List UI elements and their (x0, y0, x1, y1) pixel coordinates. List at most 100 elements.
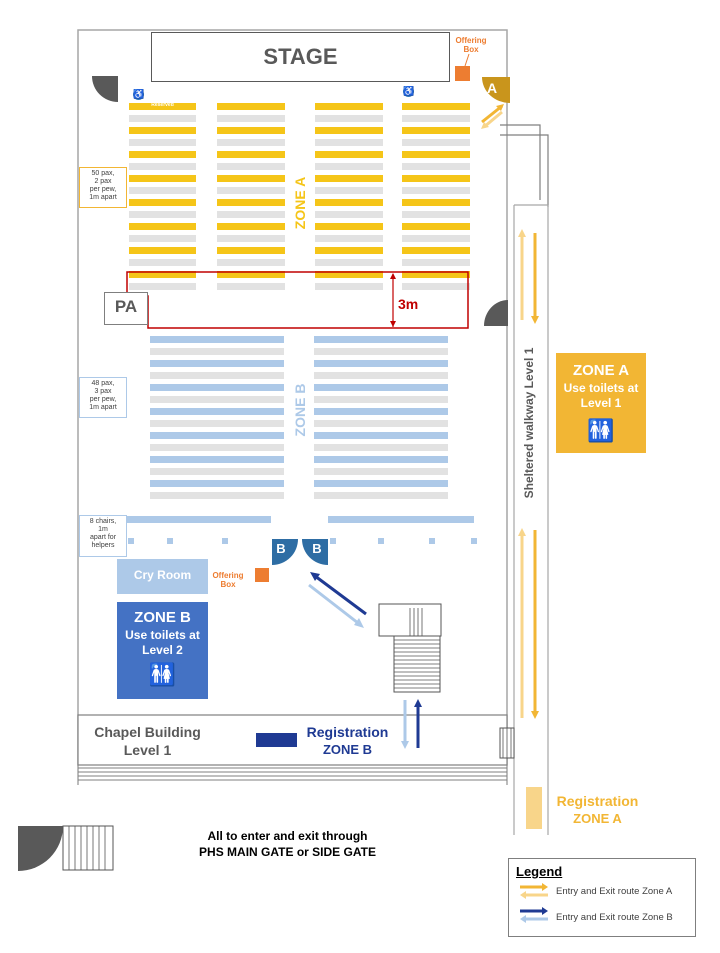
zone-a-pew (315, 103, 383, 110)
empty-pew (129, 283, 196, 290)
empty-pew (150, 492, 284, 499)
zone-a-note-line3: per pew, (89, 186, 117, 193)
door-b-right[interactable] (302, 539, 328, 565)
empty-pew (314, 444, 448, 451)
registration-a-line2: ZONE A (573, 811, 622, 826)
empty-pew (150, 420, 284, 427)
offering-box-bottom-label-2: Box (220, 580, 236, 589)
zone-a-toilet-line2: Level 1 (580, 396, 622, 410)
zone-a-pew (315, 247, 383, 254)
empty-pew (217, 139, 285, 146)
pa-box (104, 292, 148, 325)
distance-label: 3m (398, 296, 419, 312)
registration-b-line1: Registration (306, 724, 389, 740)
zone-b-pew (314, 336, 448, 343)
empty-pew (315, 259, 383, 266)
helpers-note-line3: apart for (89, 534, 117, 541)
legend-zone-b-arrow-icon (520, 907, 548, 923)
empty-pew (314, 396, 448, 403)
door-b-left-label: B (276, 541, 286, 556)
empty-pew (314, 420, 448, 427)
zone-b-route-arrows (308, 572, 422, 749)
cry-room-label: Cry Room (133, 568, 192, 582)
zone-a-pew (315, 175, 383, 182)
zone-b-pew (314, 456, 448, 463)
helper-chair (128, 538, 134, 544)
zone-b-pew (150, 360, 284, 367)
empty-pew (129, 187, 196, 194)
legend-zone-a-arrow-icon (520, 883, 548, 899)
zone-a-pew (129, 247, 196, 254)
zone-b-pew (150, 480, 284, 487)
cry-room (117, 559, 208, 594)
zone-a-pew (129, 223, 196, 230)
zone-a-note-line1: 50 pax, (91, 170, 115, 177)
zone-a-pew (315, 151, 383, 158)
empty-pew (402, 211, 470, 218)
empty-pew (217, 283, 285, 290)
empty-pew (129, 163, 196, 170)
zone-a-toilet-line1: Use toilets at (563, 381, 639, 395)
zone-a-pew (217, 175, 285, 182)
helper-row (125, 516, 271, 523)
helper-chair (429, 538, 435, 544)
registration-b-line2: ZONE B (322, 742, 373, 757)
door-a[interactable] (482, 77, 510, 103)
zone-b-note-line3: per pew, (89, 396, 117, 403)
zone-a-pew (217, 103, 285, 110)
stage-label: STAGE (263, 44, 338, 69)
zone-b-pew (150, 456, 284, 463)
zone-a-pew (129, 151, 196, 158)
zone-a-pew (402, 247, 470, 254)
zone-a-pew (402, 271, 470, 278)
helper-chair (167, 538, 173, 544)
zone-a-pew (315, 223, 383, 230)
zone-a-pew (315, 199, 383, 206)
zone-a-pew (217, 271, 285, 278)
zone-b-pew (150, 408, 284, 415)
zone-a-pew (402, 127, 470, 134)
empty-pew (217, 259, 285, 266)
empty-pew (150, 444, 284, 451)
helpers-note (79, 515, 127, 557)
gate-note-line1: All to enter and exit through (207, 829, 368, 843)
zone-b-pews (125, 336, 477, 544)
helpers-note-line4: helpers (91, 542, 115, 549)
zone-b-toilet-line1: Use toilets at (125, 628, 200, 642)
empty-pew (402, 259, 470, 266)
zone-b-pew (314, 360, 448, 367)
zone-b-pew (150, 384, 284, 391)
empty-pew (129, 139, 196, 146)
restroom-icon: 🚻 (148, 662, 177, 687)
helper-chair (330, 538, 336, 544)
offering-box-top-label-2: Box (463, 45, 479, 54)
empty-pew (314, 348, 448, 355)
empty-pew (217, 211, 285, 218)
zone-a-pew (129, 271, 196, 278)
empty-pew (150, 396, 284, 403)
legend (508, 858, 696, 937)
door-b-left[interactable] (272, 539, 298, 565)
legend-title: Legend (516, 864, 563, 879)
empty-pew (217, 163, 285, 170)
empty-pew (217, 187, 285, 194)
empty-pew (129, 211, 196, 218)
wheelchair-icon: ♿ (403, 86, 415, 97)
empty-pew (402, 235, 470, 242)
door-top-left-icon (92, 76, 118, 102)
zone-b-capacity-note (79, 377, 127, 418)
zone-b-pew (150, 432, 284, 439)
zone-a-pew (402, 103, 470, 110)
empty-pew (315, 163, 383, 170)
zone-a-note-line4: 1m apart (89, 194, 117, 201)
empty-pew (217, 115, 285, 122)
empty-pew (315, 139, 383, 146)
reserved-label-right: Reserved (424, 99, 448, 105)
zone-a-pew (217, 199, 285, 206)
zone-b-toilet-title: ZONE B (134, 609, 191, 626)
reserved-label-left: Reserved (151, 102, 174, 108)
zone-a-pew (217, 127, 285, 134)
offering-box-top (455, 66, 470, 81)
zone-a-pew (315, 127, 383, 134)
zone-a-capacity-note (79, 167, 127, 208)
